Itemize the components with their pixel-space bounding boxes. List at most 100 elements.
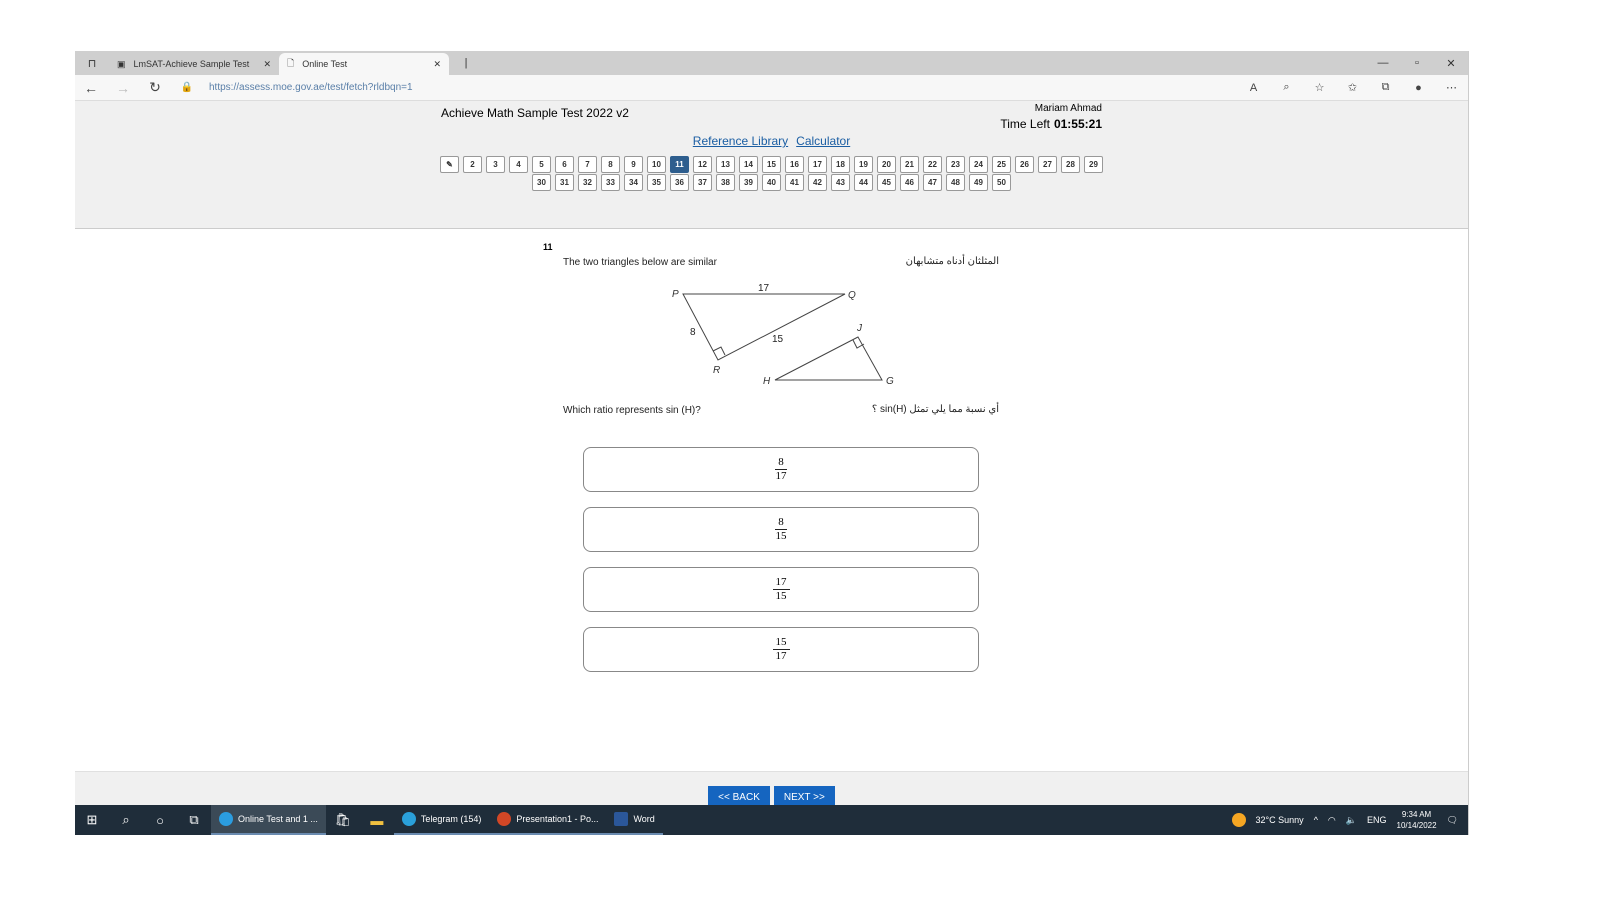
edge-icon: [219, 812, 233, 826]
question-nav-23[interactable]: 23: [946, 156, 965, 173]
site-icon: ▣: [117, 58, 126, 69]
question-nav-3[interactable]: 3: [486, 156, 505, 173]
tab-online-test[interactable]: 🗋Online Test✕: [279, 53, 449, 75]
question-nav-42[interactable]: 42: [808, 174, 827, 191]
refresh-icon[interactable]: ↻: [149, 79, 161, 95]
tab-lmsat[interactable]: ▣LmSAT-Achieve Sample Test✕: [117, 58, 271, 70]
question-nav-41[interactable]: 41: [785, 174, 804, 191]
close-tab-icon[interactable]: ✕: [263, 58, 271, 69]
calculator-link[interactable]: Calculator: [796, 134, 851, 148]
tray-chevron-icon[interactable]: ^: [1313, 815, 1318, 825]
question-nav-32[interactable]: 32: [578, 174, 597, 191]
question-nav-2[interactable]: 2: [463, 156, 482, 173]
question-nav-35[interactable]: 35: [647, 174, 666, 191]
question-nav-7[interactable]: 7: [578, 156, 597, 173]
taskbar-edge[interactable]: Online Test and 1 ...: [211, 805, 326, 835]
zoom-icon[interactable]: ⌕: [1283, 81, 1290, 93]
question-nav-25[interactable]: 25: [992, 156, 1011, 173]
label-rq: 15: [772, 334, 784, 345]
question-nav-43[interactable]: 43: [831, 174, 850, 191]
close-window-icon[interactable]: ✕: [1446, 57, 1456, 70]
favorites-icon[interactable]: ✩: [1347, 82, 1358, 94]
question-nav-28[interactable]: 28: [1061, 156, 1080, 173]
question-nav-36[interactable]: 36: [670, 174, 689, 191]
pencil-icon[interactable]: ✎: [440, 156, 459, 173]
question-nav-31[interactable]: 31: [555, 174, 574, 191]
favorite-icon[interactable]: ☆: [1314, 82, 1325, 94]
close-tab-icon[interactable]: ✕: [433, 58, 441, 69]
minimize-icon[interactable]: —: [1377, 57, 1389, 69]
task-view-icon[interactable]: ⧉: [189, 812, 199, 827]
more-icon[interactable]: ⋯: [1446, 82, 1457, 94]
question-nav-19[interactable]: 19: [854, 156, 873, 173]
question-nav-18[interactable]: 18: [831, 156, 850, 173]
new-tab-button[interactable]: |: [464, 57, 468, 69]
question-nav-37[interactable]: 37: [693, 174, 712, 191]
taskbar-telegram[interactable]: Telegram (154): [393, 805, 490, 835]
question-nav-33[interactable]: 33: [601, 174, 620, 191]
reference-library-link[interactable]: Reference Library: [692, 134, 789, 148]
question-nav-17[interactable]: 17: [808, 156, 827, 173]
windows-start-icon[interactable]: ⊞: [86, 812, 98, 827]
question-nav-15[interactable]: 15: [762, 156, 781, 173]
collections-icon[interactable]: ⧉: [1381, 81, 1390, 93]
question-nav-48[interactable]: 48: [946, 174, 965, 191]
forward-icon[interactable]: →: [116, 79, 130, 96]
question-nav-44[interactable]: 44: [854, 174, 873, 191]
notifications-icon[interactable]: 🗨: [1446, 814, 1458, 825]
taskbar-word[interactable]: Word: [606, 805, 663, 835]
volume-icon[interactable]: 🔈: [1345, 814, 1357, 825]
question-nav-46[interactable]: 46: [900, 174, 919, 191]
file-explorer-icon[interactable]: ▬: [370, 812, 384, 828]
taskbar-powerpoint[interactable]: Presentation1 - Po...: [489, 805, 607, 835]
store-icon[interactable]: 🛍: [334, 812, 352, 827]
question-nav-38[interactable]: 38: [716, 174, 735, 191]
url-field[interactable]: https://assess.moe.gov.ae/test/fetch?rld…: [209, 82, 413, 93]
restore-icon[interactable]: ▫: [1415, 57, 1419, 69]
question-nav-4[interactable]: 4: [509, 156, 528, 173]
question-nav-10[interactable]: 10: [647, 156, 666, 173]
question-nav-8[interactable]: 8: [601, 156, 620, 173]
profile-icon[interactable]: ●: [1415, 81, 1422, 94]
question-nav-49[interactable]: 49: [969, 174, 988, 191]
question-nav-11[interactable]: 11: [670, 156, 689, 173]
question-nav-24[interactable]: 24: [969, 156, 988, 173]
question-nav-16[interactable]: 16: [785, 156, 804, 173]
tab-actions-icon[interactable]: ⊓: [87, 57, 97, 70]
lock-icon[interactable]: 🔒: [180, 82, 194, 93]
question-nav-39[interactable]: 39: [739, 174, 758, 191]
label-j: J: [856, 323, 863, 334]
question-nav-27[interactable]: 27: [1038, 156, 1057, 173]
network-icon[interactable]: ◠: [1327, 814, 1336, 825]
cortana-icon[interactable]: ○: [156, 812, 164, 828]
question-nav-5[interactable]: 5: [532, 156, 551, 173]
question-nav-34[interactable]: 34: [624, 174, 643, 191]
language[interactable]: ENG: [1367, 815, 1387, 825]
question-nav-22[interactable]: 22: [923, 156, 942, 173]
question-nav-40[interactable]: 40: [762, 174, 781, 191]
question-nav-13[interactable]: 13: [716, 156, 735, 173]
question-nav-14[interactable]: 14: [739, 156, 758, 173]
question-nav-26[interactable]: 26: [1015, 156, 1034, 173]
question-nav-9[interactable]: 9: [624, 156, 643, 173]
search-icon[interactable]: ⌕: [122, 812, 130, 827]
read-aloud-icon[interactable]: A: [1249, 81, 1258, 94]
question-nav-47[interactable]: 47: [923, 174, 942, 191]
question-nav-45[interactable]: 45: [877, 174, 896, 191]
weather[interactable]: 32°C Sunny: [1255, 815, 1304, 825]
question-nav-29[interactable]: 29: [1084, 156, 1103, 173]
back-icon[interactable]: ←: [84, 79, 98, 96]
question-nav-21[interactable]: 21: [900, 156, 919, 173]
question-nav-6[interactable]: 6: [555, 156, 574, 173]
question-nav-12[interactable]: 12: [693, 156, 712, 173]
question-nav-20[interactable]: 20: [877, 156, 896, 173]
question-nav-30[interactable]: 30: [532, 174, 551, 191]
question-nav-50[interactable]: 50: [992, 174, 1011, 191]
